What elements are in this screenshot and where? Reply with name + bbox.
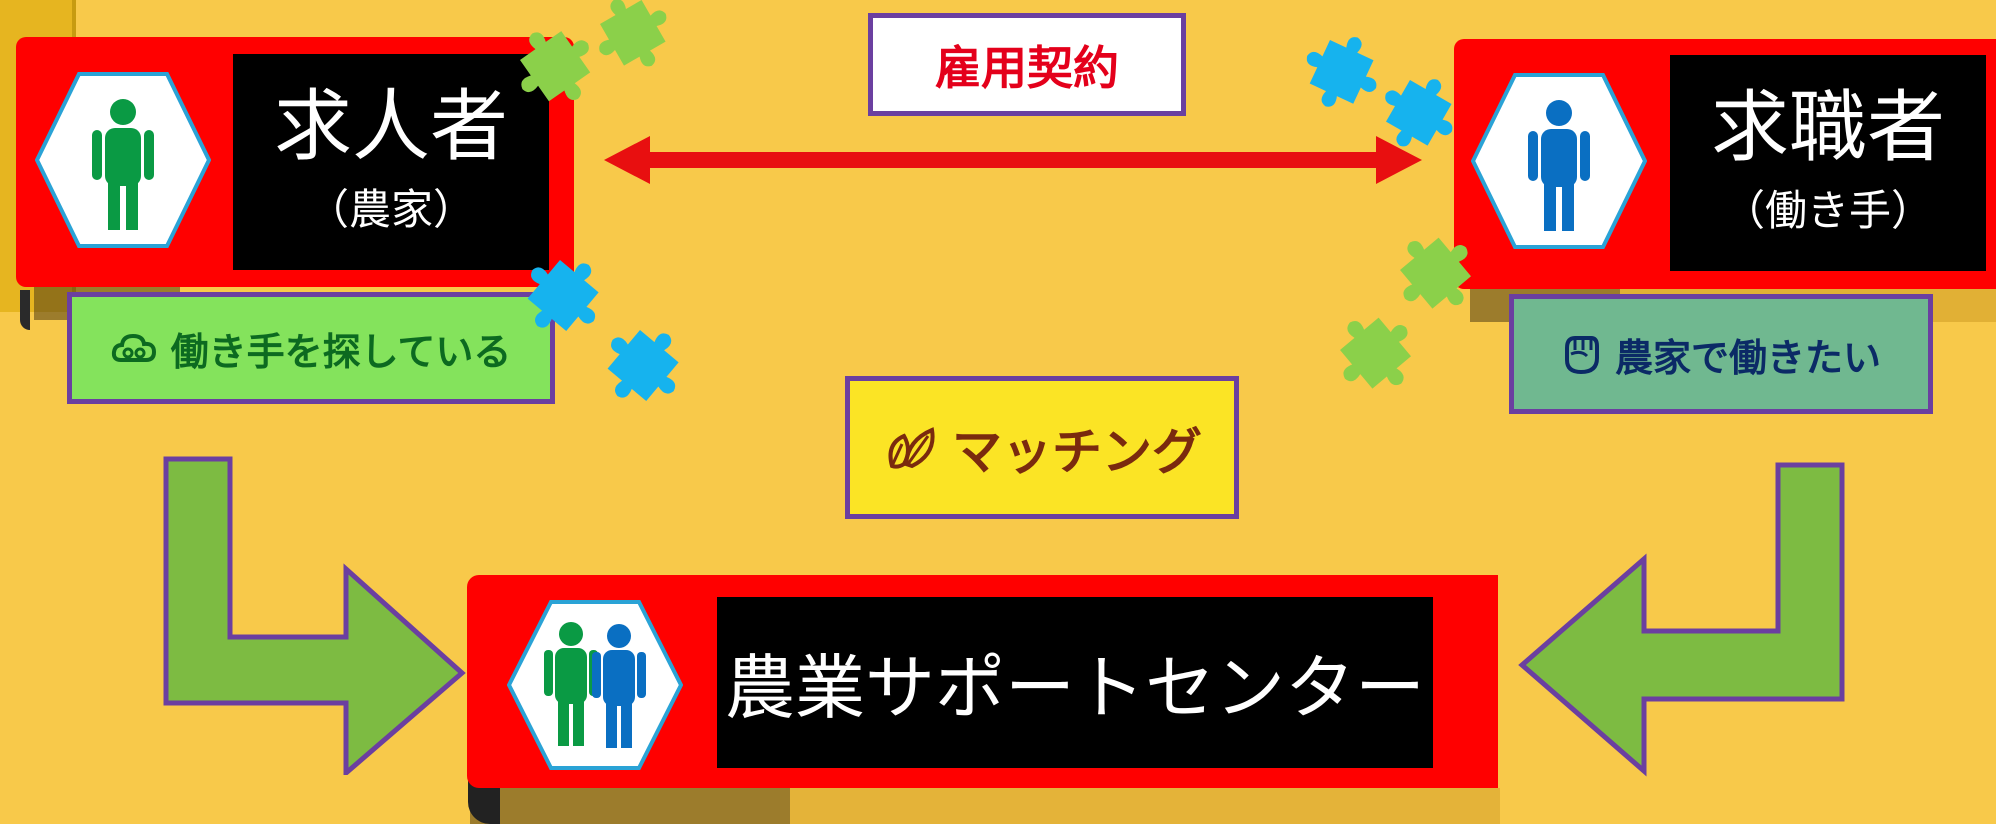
employer-subtitle: （農家） — [306, 184, 475, 234]
employer-title: 求人者 — [273, 81, 508, 172]
employer-label-box: 求人者 （農家） — [233, 54, 549, 270]
seeker-avatar-hexagon — [1471, 73, 1647, 249]
person-icon — [92, 99, 154, 230]
matching-label: マッチング — [845, 376, 1239, 519]
employer-need-label: 働き手を探している — [67, 292, 555, 404]
seeker-label-box: 求職者 （働き手） — [1670, 55, 1986, 271]
left-flow-arrow — [163, 456, 466, 775]
seeker-need-label: 農家で働きたい — [1509, 294, 1933, 414]
employer-need-text: 働き手を探している — [170, 329, 512, 374]
double-arrow-icon — [604, 136, 1422, 184]
matching-text: マッチング — [952, 422, 1202, 481]
center-avatar-hexagon — [507, 600, 683, 770]
center-card-shadow-light — [790, 788, 1500, 824]
seeker-need-text: 農家で働きたい — [1614, 335, 1881, 380]
contract-label: 雇用契約 — [868, 13, 1186, 116]
person-icon — [1528, 100, 1590, 231]
employer-avatar-hexagon — [35, 72, 211, 248]
puzzle-piece-icon — [1291, 21, 1393, 123]
leaf-icon — [882, 420, 938, 476]
center-card-shadow — [470, 788, 790, 824]
support-center-label-box: 農業サポートセンター — [717, 597, 1433, 768]
cloud-icon — [111, 330, 157, 366]
fist-icon — [1561, 332, 1601, 376]
edge-shadow — [20, 290, 30, 330]
contract-text: 雇用契約 — [935, 40, 1119, 95]
right-flow-arrow — [1518, 462, 1845, 777]
seeker-title: 求職者 — [1710, 82, 1945, 173]
support-center-title: 農業サポートセンター — [725, 647, 1425, 729]
seeker-subtitle: （働き手） — [1722, 185, 1933, 235]
puzzle-piece-icon — [586, 309, 700, 422]
puzzle-piece-icon — [580, 0, 685, 85]
two-people-icon — [544, 622, 646, 748]
puzzle-piece-icon — [1319, 296, 1432, 410]
